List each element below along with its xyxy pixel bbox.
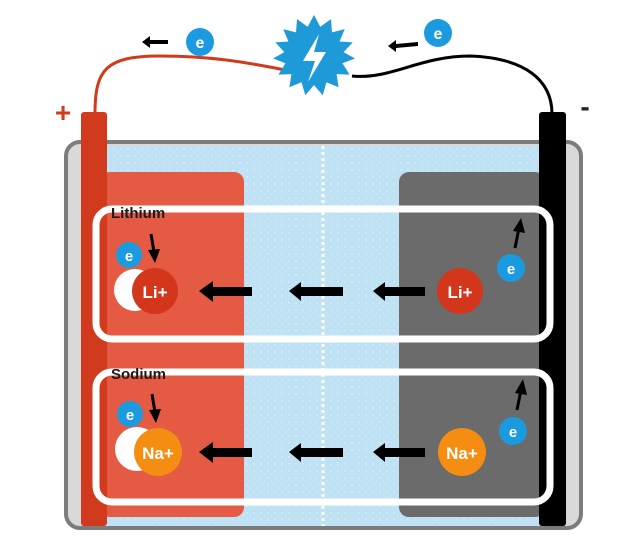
arrow-left-icon bbox=[289, 443, 343, 462]
svg-text:e: e bbox=[507, 261, 515, 278]
arrow-left-icon bbox=[388, 40, 418, 52]
lithium-section: Lithium Li+ e Li+ e bbox=[92, 205, 554, 343]
positive-wire bbox=[93, 54, 286, 115]
lithium-outline bbox=[92, 205, 554, 343]
electron-sodium-anode: e bbox=[499, 417, 527, 445]
negative-wire bbox=[351, 54, 554, 115]
lithium-ion-anode: Li+ bbox=[437, 268, 483, 314]
svg-text:e: e bbox=[434, 26, 443, 43]
arrow-left-icon bbox=[373, 443, 425, 462]
svg-text:Na+: Na+ bbox=[142, 444, 174, 463]
electron-lithium-cathode: e bbox=[116, 242, 142, 268]
svg-text:e: e bbox=[125, 248, 133, 265]
electron-top-left: e bbox=[186, 28, 214, 56]
svg-text:Na+: Na+ bbox=[446, 444, 478, 463]
electron-sodium-cathode: e bbox=[117, 401, 143, 427]
positive-sign: + bbox=[55, 97, 71, 128]
sodium-ion-anode: Na+ bbox=[438, 428, 486, 476]
lithium-ion-cathode: Li+ bbox=[114, 268, 178, 314]
arrow-down-icon bbox=[148, 233, 160, 263]
arrow-left-icon bbox=[142, 36, 168, 48]
arrow-down-icon bbox=[149, 393, 161, 423]
svg-text:Li+: Li+ bbox=[142, 283, 167, 302]
electron-top-right: e bbox=[424, 19, 452, 47]
arrow-up-icon bbox=[513, 218, 525, 249]
svg-text:e: e bbox=[196, 35, 205, 52]
lightning-bolt-icon bbox=[273, 15, 355, 96]
arrow-left-icon bbox=[289, 282, 343, 301]
sodium-ion-cathode: Na+ bbox=[115, 427, 182, 476]
sodium-section: Sodium Na+ e Na+ e bbox=[92, 366, 554, 506]
svg-text:e: e bbox=[509, 424, 517, 441]
svg-text:Li+: Li+ bbox=[447, 283, 472, 302]
sodium-outline bbox=[92, 368, 554, 506]
sodium-label: Sodium bbox=[111, 366, 166, 383]
arrow-up-icon bbox=[515, 379, 527, 411]
lithium-label: Lithium bbox=[111, 205, 165, 222]
arrow-left-icon bbox=[373, 282, 425, 301]
negative-sign: - bbox=[580, 91, 589, 122]
svg-text:e: e bbox=[126, 407, 134, 424]
arrow-left-icon bbox=[199, 281, 252, 302]
electron-lithium-anode: e bbox=[497, 254, 525, 282]
arrow-left-icon bbox=[199, 442, 252, 463]
